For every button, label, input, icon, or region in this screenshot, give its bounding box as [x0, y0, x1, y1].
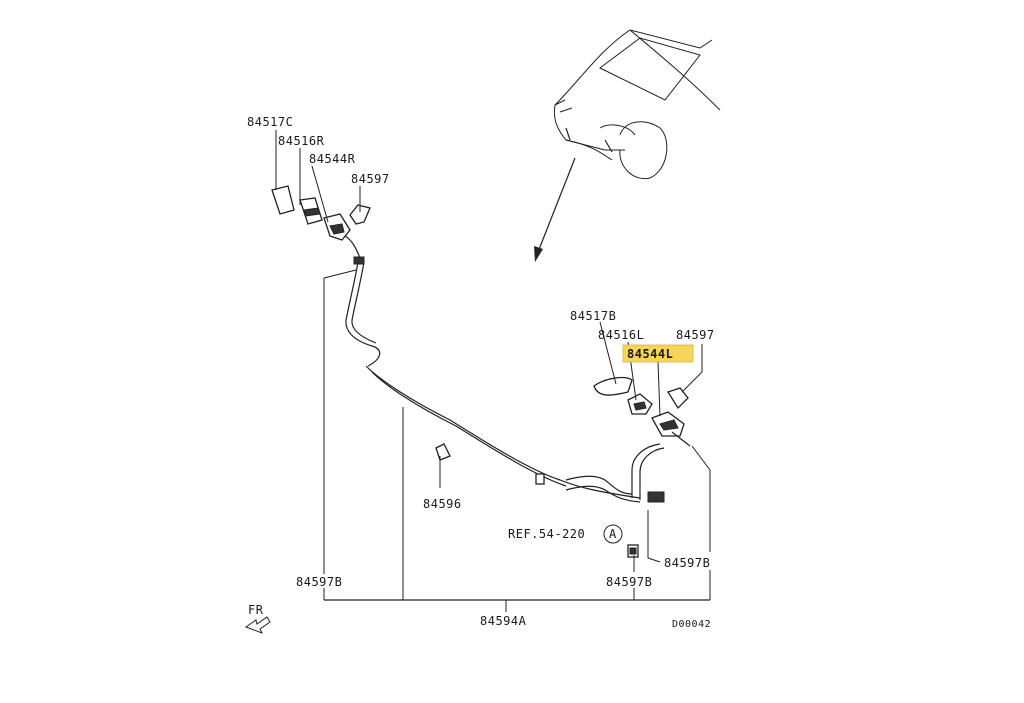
front-arrow-icon [244, 616, 271, 634]
label-84517b: 84517B [570, 309, 616, 323]
label-84517c: 84517C [247, 115, 293, 129]
label-84516r: 84516R [278, 134, 325, 148]
label-84516l: 84516L [598, 328, 644, 342]
label-84597b-left: 84597B [296, 575, 342, 589]
car-outline [553, 29, 721, 180]
left-nozzle-parts [271, 185, 371, 265]
label-84596: 84596 [423, 497, 462, 511]
clip-84596 [435, 443, 451, 461]
label-84597b-bottom: 84597B [606, 575, 652, 589]
label-84597b-right: 84597B [664, 556, 710, 570]
label-ref-circle: A [609, 527, 617, 541]
clip-ref [627, 544, 639, 558]
direction-arrow [534, 157, 576, 262]
right-nozzle-parts [593, 376, 691, 447]
leader-lines [275, 130, 711, 612]
left-hose [345, 261, 641, 499]
label-84544l: 84544L [627, 347, 673, 361]
right-hose [535, 443, 665, 503]
ref-circle [603, 524, 623, 544]
diagram-code: D00042 [672, 619, 711, 630]
label-ref: REF.54-220 [508, 527, 585, 541]
label-fr: FR [248, 603, 264, 617]
label-84594a: 84594A [480, 614, 527, 628]
label-84544r: 84544R [309, 152, 356, 166]
highlight-84544l [622, 344, 694, 363]
label-84597-top: 84597 [351, 172, 390, 186]
label-84597-right: 84597 [676, 328, 715, 342]
